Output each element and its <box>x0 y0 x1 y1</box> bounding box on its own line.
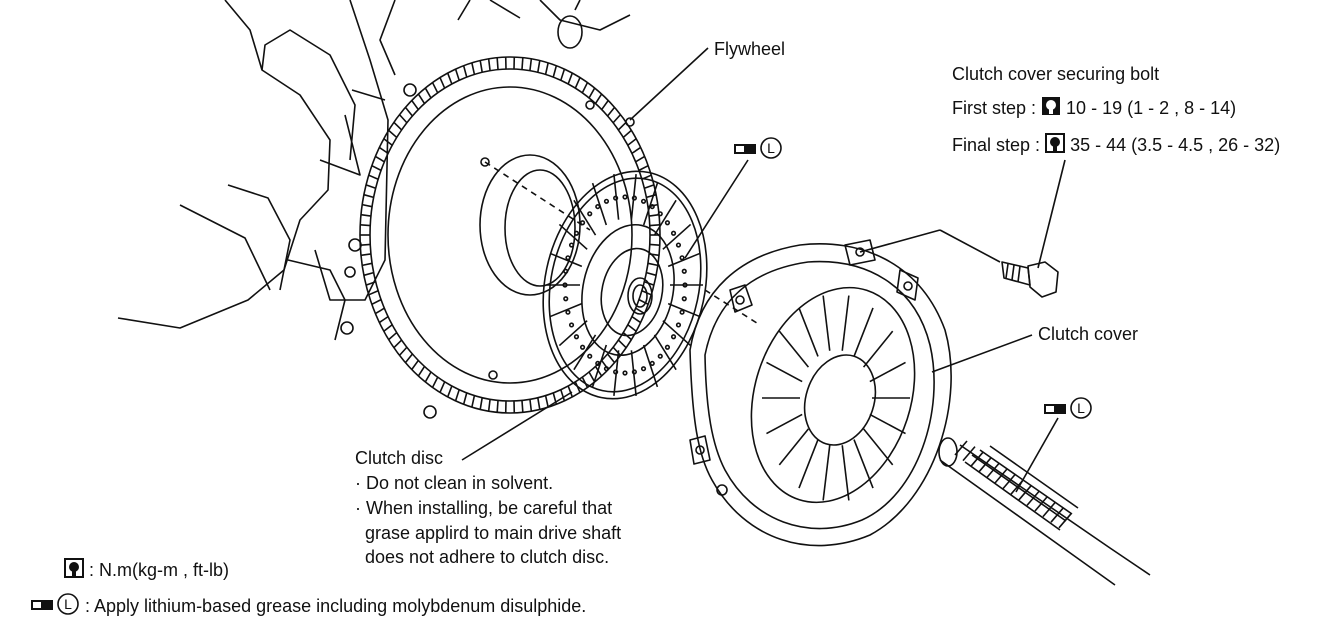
legend-grease-text: : Apply lithium-based grease including m… <box>85 595 587 616</box>
legend-grease: L : Apply lithium-based grease including… <box>30 592 586 622</box>
grease-letter: L <box>1077 400 1085 416</box>
grease-letter: L <box>767 140 775 156</box>
clutch-disc <box>542 170 761 400</box>
clutch-disc-label: Clutch disc <box>355 448 444 468</box>
final-step-value: 35 - 44 (3.5 - 4.5 , 26 - 32) <box>1070 135 1281 155</box>
grease-gun-icon: L <box>30 592 80 622</box>
disc-note-2: · When installing, be careful that <box>355 498 613 518</box>
grease-gun-icon: L <box>733 136 783 166</box>
engine-block <box>117 0 631 419</box>
securing-bolt <box>1001 261 1059 298</box>
final-step-row: Final step : 35 - 44 (3.5 - 4.5 , 26 - 3… <box>952 133 1280 159</box>
clutch-cover-label: Clutch cover <box>1038 324 1139 344</box>
diaphragm-spring-fingers <box>762 295 910 501</box>
disc-note-1: · Do not clean in solvent. <box>355 473 554 493</box>
clutch-cover <box>689 229 1001 547</box>
legend-torque: : N.m(kg-m , ft-lb) <box>64 558 229 584</box>
first-step-value: 10 - 19 (1 - 2 , 8 - 14) <box>1066 98 1237 118</box>
torque-wrench-icon <box>64 558 84 584</box>
shaft-splines <box>954 440 1072 529</box>
grease-callout-shaft: L <box>1043 396 1093 426</box>
clutch-disc-facing-segments <box>547 174 703 396</box>
torque-wrench-icon <box>1045 133 1066 159</box>
flywheel-label: Flywheel <box>714 39 786 59</box>
first-step-row: First step : 10 - 19 (1 - 2 , 8 - 14) <box>952 96 1236 122</box>
torque-wrench-icon <box>1041 96 1061 122</box>
disc-note-4: does not adhere to clutch disc. <box>365 547 610 567</box>
flywheel-ring-gear-teeth <box>360 57 660 413</box>
flywheel <box>359 56 661 414</box>
legend-torque-text: : N.m(kg-m , ft-lb) <box>89 560 230 580</box>
final-step-label: Final step : <box>952 135 1041 155</box>
grease-letter: L <box>64 596 72 612</box>
leader-lines <box>461 47 1066 493</box>
grease-callout-disc: L <box>733 136 783 166</box>
disc-note-3: grase applird to main drive shaft <box>365 523 622 543</box>
first-step-label: First step : <box>952 98 1037 118</box>
main-drive-shaft <box>938 437 1151 586</box>
grease-gun-icon: L <box>1043 396 1093 426</box>
bolt-title-label: Clutch cover securing bolt <box>952 64 1160 84</box>
